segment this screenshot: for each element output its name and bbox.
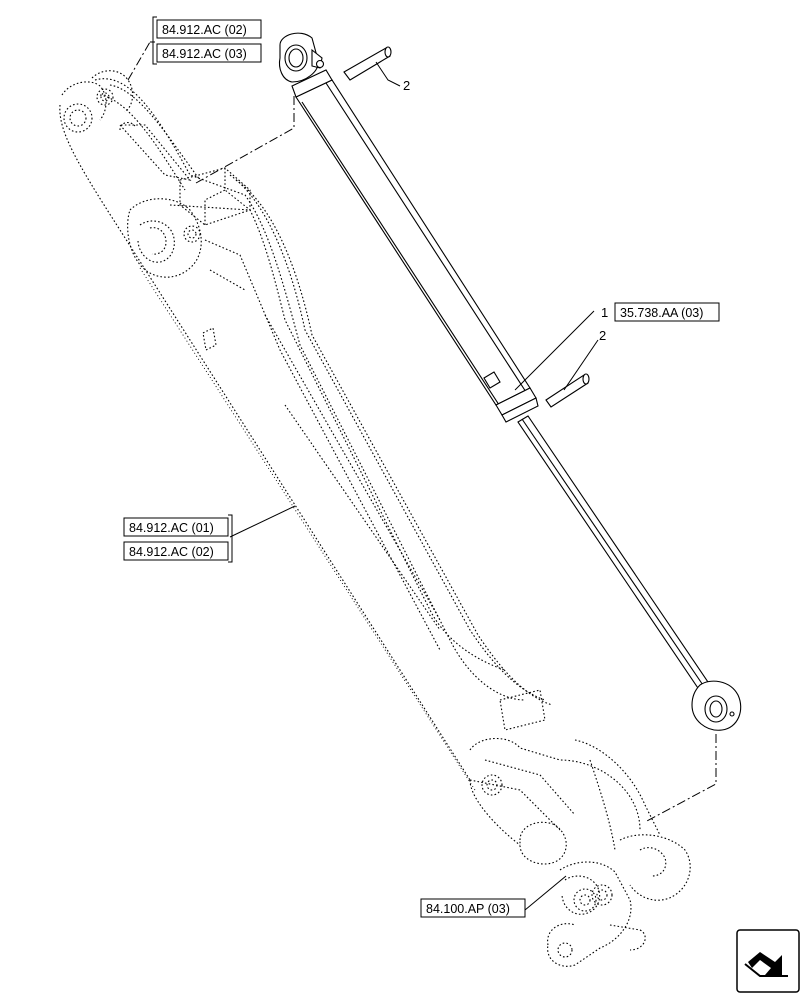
boom-arm — [59, 70, 691, 967]
leader-lines — [150, 41, 599, 911]
ref-label: 35.738.AA (03) — [620, 306, 703, 320]
ref-label: 84.912.AC (03) — [162, 47, 247, 61]
ref-label: 84.912.AC (02) — [162, 23, 247, 37]
ref-label: 84.912.AC (01) — [129, 521, 214, 535]
pin-mid — [545, 373, 590, 408]
connector-lines — [127, 41, 717, 823]
pin-top — [343, 46, 392, 81]
bracket-top — [152, 16, 157, 65]
ref-84-912-ac-02-top[interactable]: 84.912.AC (02) — [156, 19, 262, 39]
ref-84-912-ac-03-top[interactable]: 84.912.AC (03) — [156, 43, 262, 63]
ref-label: 84.912.AC (02) — [129, 545, 214, 559]
ref-84-100-ap-03[interactable]: 84.100.AP (03) — [420, 898, 526, 918]
ref-35-738-aa-03[interactable]: 35.738.AA (03) — [614, 302, 720, 322]
ref-84-912-ac-02-mid[interactable]: 84.912.AC (02) — [123, 541, 229, 561]
callout-pin-top: 2 — [403, 78, 410, 93]
return-arrow-icon[interactable] — [736, 929, 800, 993]
ref-label: 84.100.AP (03) — [426, 902, 510, 916]
callout-cylinder: 1 — [601, 305, 608, 320]
callout-pin-mid: 2 — [599, 328, 606, 343]
axis-line — [139, 267, 476, 791]
ref-84-912-ac-01-mid[interactable]: 84.912.AC (01) — [123, 517, 229, 537]
hydraulic-cylinder — [278, 32, 742, 731]
bracket-mid — [228, 514, 233, 563]
